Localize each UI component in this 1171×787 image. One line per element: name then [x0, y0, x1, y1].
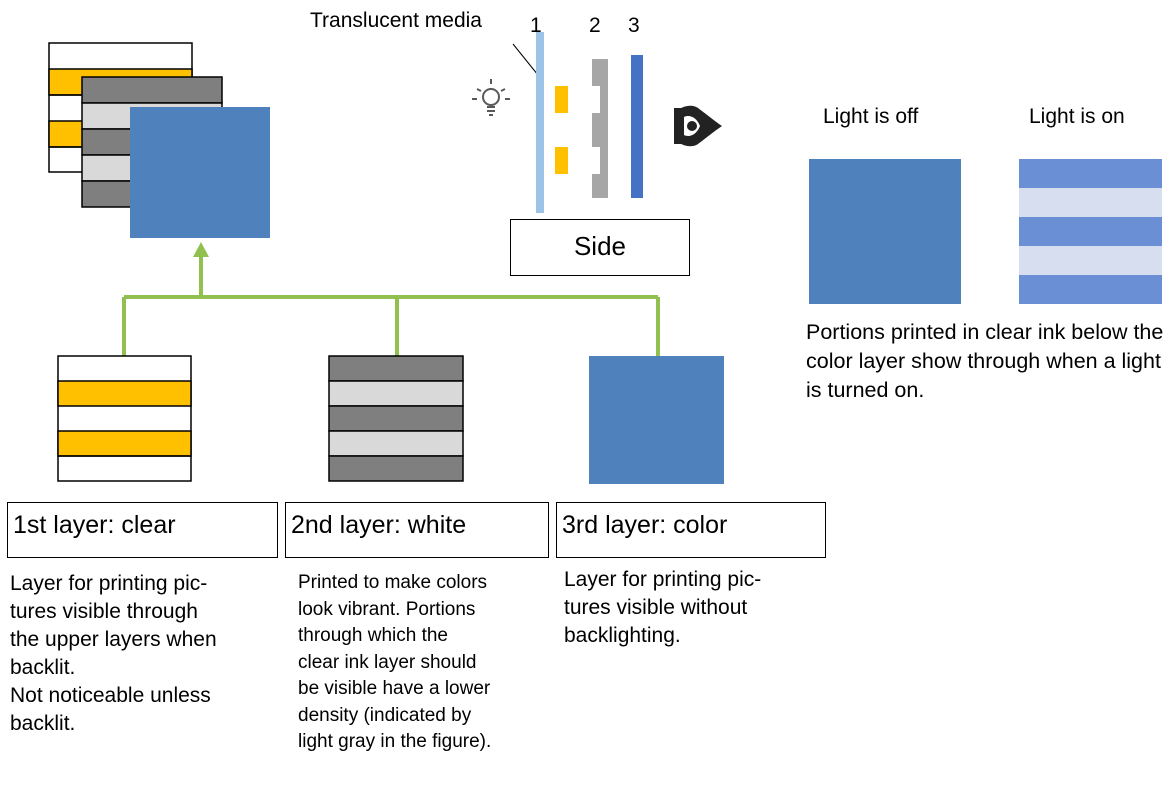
layer1-desc-line: tures visible through [10, 600, 198, 623]
layer1-desc-line: the upper layers when [10, 628, 217, 651]
layer2-description: Printed to make colors look vibrant. Por… [298, 570, 558, 756]
translucent-media [536, 32, 544, 213]
layer2-sample [328, 355, 464, 482]
lightbulb-icon [472, 79, 510, 116]
side-clear-ink-1 [555, 86, 568, 113]
layer1-desc-line: Not noticeable unless [10, 684, 211, 707]
layer3-desc-line: tures visible without [564, 596, 748, 619]
light-off-label: Light is off [823, 105, 919, 128]
layer2-desc-line: clear ink layer should [298, 651, 477, 673]
layer2-desc-line: be visible have a lower [298, 678, 491, 699]
layer3-desc-line: Layer for printing pic- [564, 568, 762, 591]
layer-number-2: 2 [589, 14, 601, 37]
layer3-desc-line: backlighting. [564, 624, 681, 647]
translucent-media-label: Translucent media [310, 9, 482, 32]
side-view [512, 32, 643, 213]
light-off-sample [809, 159, 961, 304]
layer3-title: 3rd layer: color [556, 502, 826, 558]
layer2-title: 2nd layer: white [285, 502, 549, 558]
layer2-desc-line: look vibrant. Portions [298, 598, 476, 620]
layer3-description: Layer for printing pic- tures visible wi… [564, 566, 834, 650]
layer1-desc-line: Layer for printing pic- [10, 572, 208, 595]
eye-icon [674, 105, 722, 147]
layer1-desc-line: backlit. [10, 712, 76, 735]
side-clear-ink-2 [555, 147, 568, 174]
light-caption: Portions printed in clear ink below the … [806, 320, 1164, 402]
stacked-color-layer [130, 107, 270, 238]
layer2-desc-line: through which the [298, 625, 448, 646]
arrow-head [193, 242, 209, 257]
layer2-desc-line: light gray in the figure). [298, 731, 492, 752]
side-white-ink [592, 59, 608, 198]
layer3-sample [589, 356, 724, 484]
light-on-label: Light is on [1029, 105, 1125, 128]
layer2-desc-line: Printed to make colors [298, 572, 488, 593]
layer-number-1: 1 [530, 14, 542, 37]
layer1-sample [57, 355, 192, 482]
connector-lines [122, 255, 660, 356]
layer1-description: Layer for printing pic- tures visible th… [10, 570, 280, 738]
light-on-sample [1019, 159, 1162, 304]
layer2-desc-line: density (indicated by [298, 704, 472, 726]
layer-number-3: 3 [628, 14, 640, 37]
side-color-ink [631, 55, 643, 198]
layer1-title: 1st layer: clear [7, 502, 278, 558]
layer1-desc-line: backlit. [10, 656, 76, 679]
side-label-box: Side [510, 219, 690, 276]
